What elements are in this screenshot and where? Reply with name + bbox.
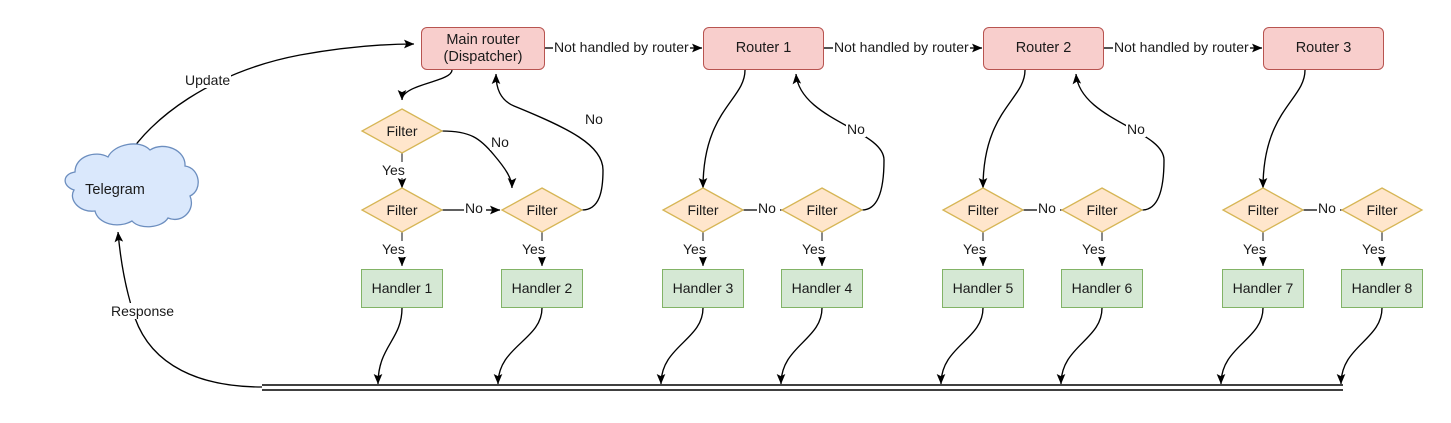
edge-label-not-handled-3: Not handled by router xyxy=(1113,39,1250,55)
edge-response xyxy=(114,231,263,388)
edge-h5-bus xyxy=(936,307,984,385)
edge-label-not-handled-1: Not handled by router xyxy=(553,39,690,55)
node-handler-8[interactable]: Handler 8 xyxy=(1341,269,1423,308)
edge-main-to-f1 xyxy=(397,69,453,101)
filter-shape-9 xyxy=(1340,187,1424,233)
edge-label-yes-f4: Yes xyxy=(682,241,707,257)
filter-shape-5 xyxy=(780,187,864,233)
edge-label-yes-f9: Yes xyxy=(1361,241,1386,257)
edge-label-no-f6: No xyxy=(1037,200,1057,216)
node-router-2[interactable]: Router 2 xyxy=(983,27,1104,70)
telegram-label: Telegram xyxy=(85,182,145,198)
node-handler-2[interactable]: Handler 2 xyxy=(501,269,583,308)
edge-h8-bus xyxy=(1336,307,1383,385)
edge-label-no-f2: No xyxy=(464,200,484,216)
filter-shape-7 xyxy=(1060,187,1144,233)
edge-f1-no-f3 xyxy=(441,130,517,189)
edge-label-not-handled-2: Not handled by router xyxy=(833,39,970,55)
filter-shape-8 xyxy=(1221,187,1305,233)
node-handler-7[interactable]: Handler 7 xyxy=(1222,269,1304,308)
edge-r1-to-f4 xyxy=(698,69,746,189)
edge-label-no-f4: No xyxy=(757,200,777,216)
edge-r3-to-f8 xyxy=(1258,69,1306,189)
edge-f5-no-r1 xyxy=(792,73,885,211)
edge-label-yes-f7: Yes xyxy=(1081,241,1106,257)
filter-shape-3 xyxy=(500,187,584,233)
edge-label-yes-f8: Yes xyxy=(1242,241,1267,257)
edge-h3-bus xyxy=(656,307,704,385)
edge-label-yes-f3: Yes xyxy=(521,241,546,257)
edge-label-yes-f6: Yes xyxy=(962,241,987,257)
edge-label-no-f1: No xyxy=(490,134,510,150)
edge-label-response: Response xyxy=(110,303,176,319)
edge-label-yes-f1: Yes xyxy=(381,162,406,178)
node-main-router[interactable]: Main router (Dispatcher) xyxy=(421,27,545,70)
node-handler-6[interactable]: Handler 6 xyxy=(1061,269,1143,308)
edge-update xyxy=(127,39,415,157)
filter-shape-6 xyxy=(941,187,1025,233)
node-handler-1[interactable]: Handler 1 xyxy=(361,269,443,308)
filter-shape-1 xyxy=(360,108,444,154)
edge-h6-bus xyxy=(1056,307,1103,385)
edge-h4-bus xyxy=(776,307,823,385)
edge-h2-bus xyxy=(493,307,543,385)
edge-label-no-f8: No xyxy=(1317,200,1337,216)
telegram-cloud xyxy=(64,143,199,228)
edge-f7-no-r2 xyxy=(1072,73,1165,211)
main-router-label-line1: Main router xyxy=(446,31,520,48)
edge-label-update: Update xyxy=(184,72,232,88)
filter-shape-2 xyxy=(360,187,444,233)
edge-h1-bus xyxy=(373,307,403,385)
edge-label-no-f5: No xyxy=(846,121,866,137)
node-router-3[interactable]: Router 3 xyxy=(1263,27,1384,70)
node-handler-4[interactable]: Handler 4 xyxy=(781,269,863,308)
edge-r2-to-f6 xyxy=(978,69,1026,189)
edge-label-no-f3: No xyxy=(584,111,604,127)
edge-h7-bus xyxy=(1216,307,1264,385)
edge-label-no-f7: No xyxy=(1126,121,1146,137)
node-router-1[interactable]: Router 1 xyxy=(703,27,824,70)
edge-label-yes-f2: Yes xyxy=(381,241,406,257)
edge-f3-no-main xyxy=(491,73,604,211)
node-handler-5[interactable]: Handler 5 xyxy=(942,269,1024,308)
node-handler-3[interactable]: Handler 3 xyxy=(662,269,744,308)
main-router-label-line2: (Dispatcher) xyxy=(443,48,523,65)
edge-label-yes-f5: Yes xyxy=(801,241,826,257)
filter-shape-4 xyxy=(661,187,745,233)
